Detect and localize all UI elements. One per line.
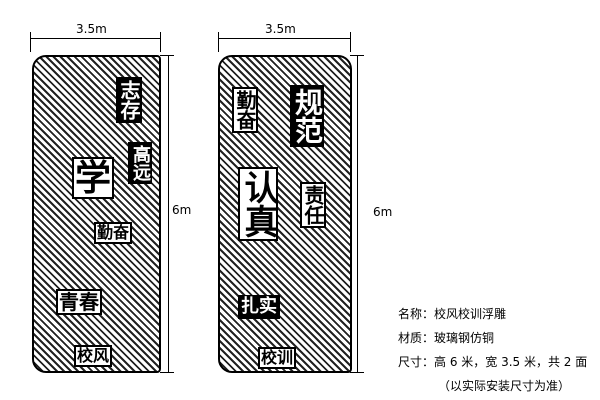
dim-tick [218,32,219,52]
dim-tick [160,372,174,373]
width-label-right: 3.5m [265,22,296,36]
height-dimension-line-right [357,55,358,373]
dim-tick [350,55,364,56]
relief-text: 校训 [258,347,297,369]
dim-tick [350,32,351,52]
info-note: （以实际安装尺寸为准） [438,379,571,393]
dim-tick [160,55,174,56]
width-dimension-line-left [30,38,161,39]
relief-text: 志存 [116,77,142,123]
relief-text: 青春 [56,289,102,315]
width-dimension-line-right [218,38,350,39]
height-label-right: 6m [373,205,393,219]
relief-panel-right: 勤奋 规范 认真 责任 扎实 校训 [218,55,352,373]
relief-text: 学 [72,157,115,199]
relief-panel-left: 志存 高远 学 勤奋 青春 校风 [32,55,161,373]
relief-text: 责任 [300,182,326,228]
dim-tick [160,32,161,52]
height-label-left: 6m [172,203,192,217]
height-dimension-line-left [168,55,169,373]
dim-tick [350,372,364,373]
info-size: 尺寸：高 6 米，宽 3.5 米，共 2 面 [398,355,588,369]
relief-text: 勤奋 [232,87,258,133]
relief-text: 勤奋 [94,222,133,244]
relief-text: 高远 [128,142,152,184]
relief-text: 规范 [290,85,324,147]
relief-text: 校风 [74,345,113,367]
dim-tick [30,32,31,52]
info-name: 名称：校风校训浮雕 [398,307,507,321]
width-label-left: 3.5m [76,22,107,36]
info-material: 材质：玻璃钢仿铜 [398,331,495,345]
relief-text: 认真 [238,167,278,241]
relief-text: 扎实 [238,295,280,319]
